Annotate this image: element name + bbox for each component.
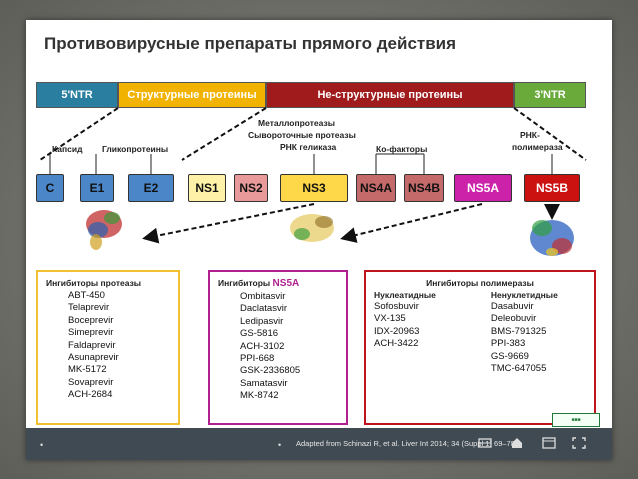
footer-bullet-right: • [278, 440, 282, 450]
drug-item: Telaprevir [68, 302, 110, 314]
protein-ns2: NS2 [234, 174, 268, 202]
protein-e2: E2 [128, 174, 174, 202]
footer-reference: Adapted from Schinazi R, et al. Liver In… [296, 439, 515, 448]
drug-item: Sovaprevir [68, 376, 114, 388]
polymerase-inhibitors-title: Ингибиторы полимеразы [426, 278, 534, 288]
drug-item: PPI-668 [240, 353, 275, 365]
window-icon[interactable] [542, 437, 556, 449]
drug-item: Samatasvir [240, 377, 288, 389]
label-metalloprotease: Металлопротеазы [258, 118, 335, 128]
genome-5ntr: 5'NTR [36, 82, 118, 108]
slide-footer: • • Adapted from Schinazi R, et al. Live… [26, 428, 612, 460]
protein-e1: E1 [80, 174, 114, 202]
protein-ns4a: NS4A [356, 174, 396, 202]
diagram-connectors [39, 107, 587, 256]
drug-item: Dasabuvir [490, 301, 534, 312]
dashed-line-nonstructural-right [513, 107, 587, 161]
dashed-line-structural-right [181, 107, 267, 161]
footer-bullet-left: • [40, 440, 44, 450]
arrow-ns3-to-structure [142, 203, 315, 244]
label-rna-helicase: РНК геликаза [280, 142, 337, 152]
drug-item: Sofosbuvir [374, 301, 419, 312]
non-nucleotide-title: Ненуклетидные [490, 290, 558, 300]
drug-item: Deleobuvir [490, 313, 537, 325]
protein-ns4b: NS4B [404, 174, 444, 202]
label-polymerase-1: РНК- [520, 130, 540, 140]
home-icon[interactable] [510, 437, 524, 449]
protein-structure-ns3-icon [290, 214, 334, 242]
slide-sorter-icon[interactable] [478, 437, 492, 449]
drug-item: Daclatasvir [240, 303, 287, 315]
drug-item: Simeprevir [68, 327, 114, 339]
label-cofactors: Ко-факторы [376, 144, 428, 154]
drug-item: MK-8742 [240, 390, 279, 402]
drug-item: MK-5172 [68, 364, 107, 376]
genome-nonstructural: Не-структурные протеины [266, 82, 514, 108]
fullscreen-icon[interactable] [572, 437, 586, 449]
drug-item: ABT-450 [68, 290, 105, 301]
protein-ns3: NS3 [280, 174, 348, 202]
genome-structural: Структурные протеины [118, 82, 266, 108]
drug-item: TMC-647055 [490, 363, 547, 375]
drug-item: Ledipasvir [240, 315, 284, 327]
protein-ns1: NS1 [188, 174, 226, 202]
drug-item: Faldaprevir [68, 339, 116, 351]
dashed-line-structural-left [39, 107, 119, 161]
label-glycoproteins: Гликопротеины [102, 144, 169, 154]
label-capsid: Капсид [52, 144, 83, 154]
protease-inhibitors-title: Ингибиторы протеазы [46, 278, 142, 288]
ns5a-title-prefix: Ингибиторы [218, 278, 273, 288]
drug-item: Boceprevir [68, 314, 114, 326]
slide-title: Противовирусные препараты прямого действ… [44, 34, 457, 53]
nucleotide-title: Нуклеатидные [374, 290, 436, 300]
drug-item: Ombitasvir [240, 291, 286, 302]
publisher-logo: ■■■ [552, 413, 600, 427]
drug-item: BMS-791325 [490, 325, 547, 337]
drug-item: GS-9669 [490, 350, 529, 362]
protein-structure-ns5b-icon [530, 220, 574, 256]
drug-item: IDX-20963 [374, 325, 420, 337]
ns5a-title-highlight: NS5A [272, 278, 300, 289]
drug-item: PPI-383 [490, 338, 526, 350]
drug-item: GS-5816 [240, 328, 279, 340]
drug-item: ACH-3422 [374, 338, 419, 350]
drug-item: VX-135 [374, 313, 406, 325]
slide: Противовирусные препараты прямого действ… [26, 20, 612, 460]
protein-ns5a: NS5A [454, 174, 512, 202]
ns5a-inhibitors-title: Ингибиторы NS5A [218, 278, 338, 289]
label-serine-protease: Сывороточные протеазы [248, 130, 356, 140]
arrow-ns5a-to-structure [340, 203, 483, 243]
protein-c: C [36, 174, 64, 202]
drug-item: Asunaprevir [68, 352, 119, 364]
drug-item: ACH-2684 [68, 389, 113, 401]
polymerase-inhibitors-box: Ингибиторы полимеразы Нуклеатидные Sofos… [364, 270, 596, 425]
drug-item: ACH-3102 [240, 340, 285, 352]
label-polymerase-2: полимераза [512, 142, 563, 152]
protein-ns5b: NS5B [524, 174, 580, 202]
drug-item: GSK-2336805 [240, 365, 301, 377]
protein-structure-capsid-icon [86, 210, 122, 250]
genome-3ntr: 3'NTR [514, 82, 586, 108]
